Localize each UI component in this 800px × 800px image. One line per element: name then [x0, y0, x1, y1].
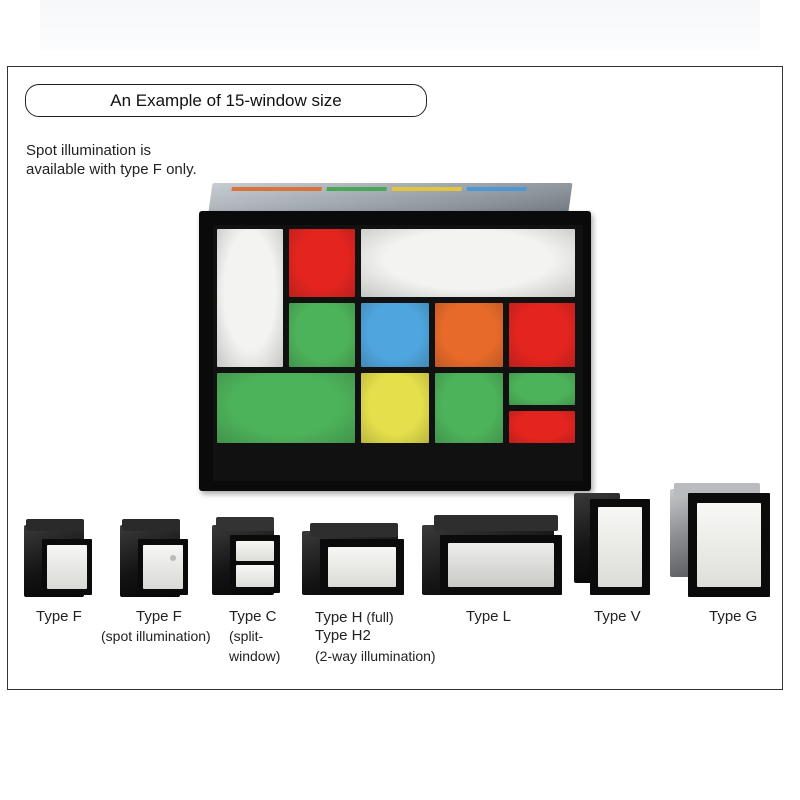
- product-sublabel-type-h2: Type H2: [315, 627, 371, 644]
- product-type-g: [664, 483, 772, 601]
- type-h-suffix: (full): [362, 609, 394, 625]
- type-h-name: Type H: [315, 609, 363, 626]
- panel-window-12: [509, 411, 575, 443]
- product-type-h: [298, 523, 408, 597]
- panel-window-8: [217, 373, 355, 443]
- note-line-2: available with type F only.: [26, 161, 197, 178]
- product-label-type-g: Type G: [709, 608, 758, 625]
- panel-window-10: [435, 373, 503, 443]
- panel-window-1: [217, 229, 283, 367]
- product-sublabel-type-h2-desc: (2-way illumination): [315, 648, 436, 664]
- product-label-type-l: Type L: [466, 608, 512, 625]
- product-type-l: [418, 513, 568, 597]
- figure-frame: An Example of 15-window size Spot illumi…: [7, 66, 783, 690]
- product-label-type-c: Type C: [229, 608, 277, 625]
- panel-bezel: [199, 211, 591, 491]
- panel-window-4: [289, 303, 355, 367]
- product-type-f-spot: [116, 517, 196, 597]
- product-sublabel-type-f-spot: (spot illumination): [101, 628, 211, 644]
- panel-window-5: [361, 303, 429, 367]
- panel-window-11: [509, 373, 575, 405]
- product-sublabel-type-c-1: (split-: [229, 628, 264, 644]
- spot-illumination-note: Spot illumination is available with type…: [26, 141, 197, 179]
- panel-window-7: [509, 303, 575, 367]
- panel-window-6: [435, 303, 503, 367]
- top-fade: [40, 0, 760, 50]
- product-sublabel-type-c-2: window): [229, 648, 281, 664]
- product-type-f: [20, 517, 100, 597]
- figure-title: An Example of 15-window size: [25, 84, 427, 117]
- product-label-type-h: Type H (full): [315, 607, 394, 628]
- panel-illustration: [199, 183, 593, 495]
- panel-window-3: [361, 229, 575, 297]
- product-label-type-f: Type F: [36, 608, 82, 625]
- product-type-v: [570, 489, 654, 597]
- panel-window-9: [361, 373, 429, 443]
- product-label-type-f-spot: Type F: [136, 608, 182, 625]
- note-line-1: Spot illumination is: [26, 142, 152, 159]
- panel-screen: [213, 225, 583, 481]
- product-label-type-v: Type V: [594, 608, 641, 625]
- product-type-c: [208, 515, 288, 597]
- panel-window-2: [289, 229, 355, 297]
